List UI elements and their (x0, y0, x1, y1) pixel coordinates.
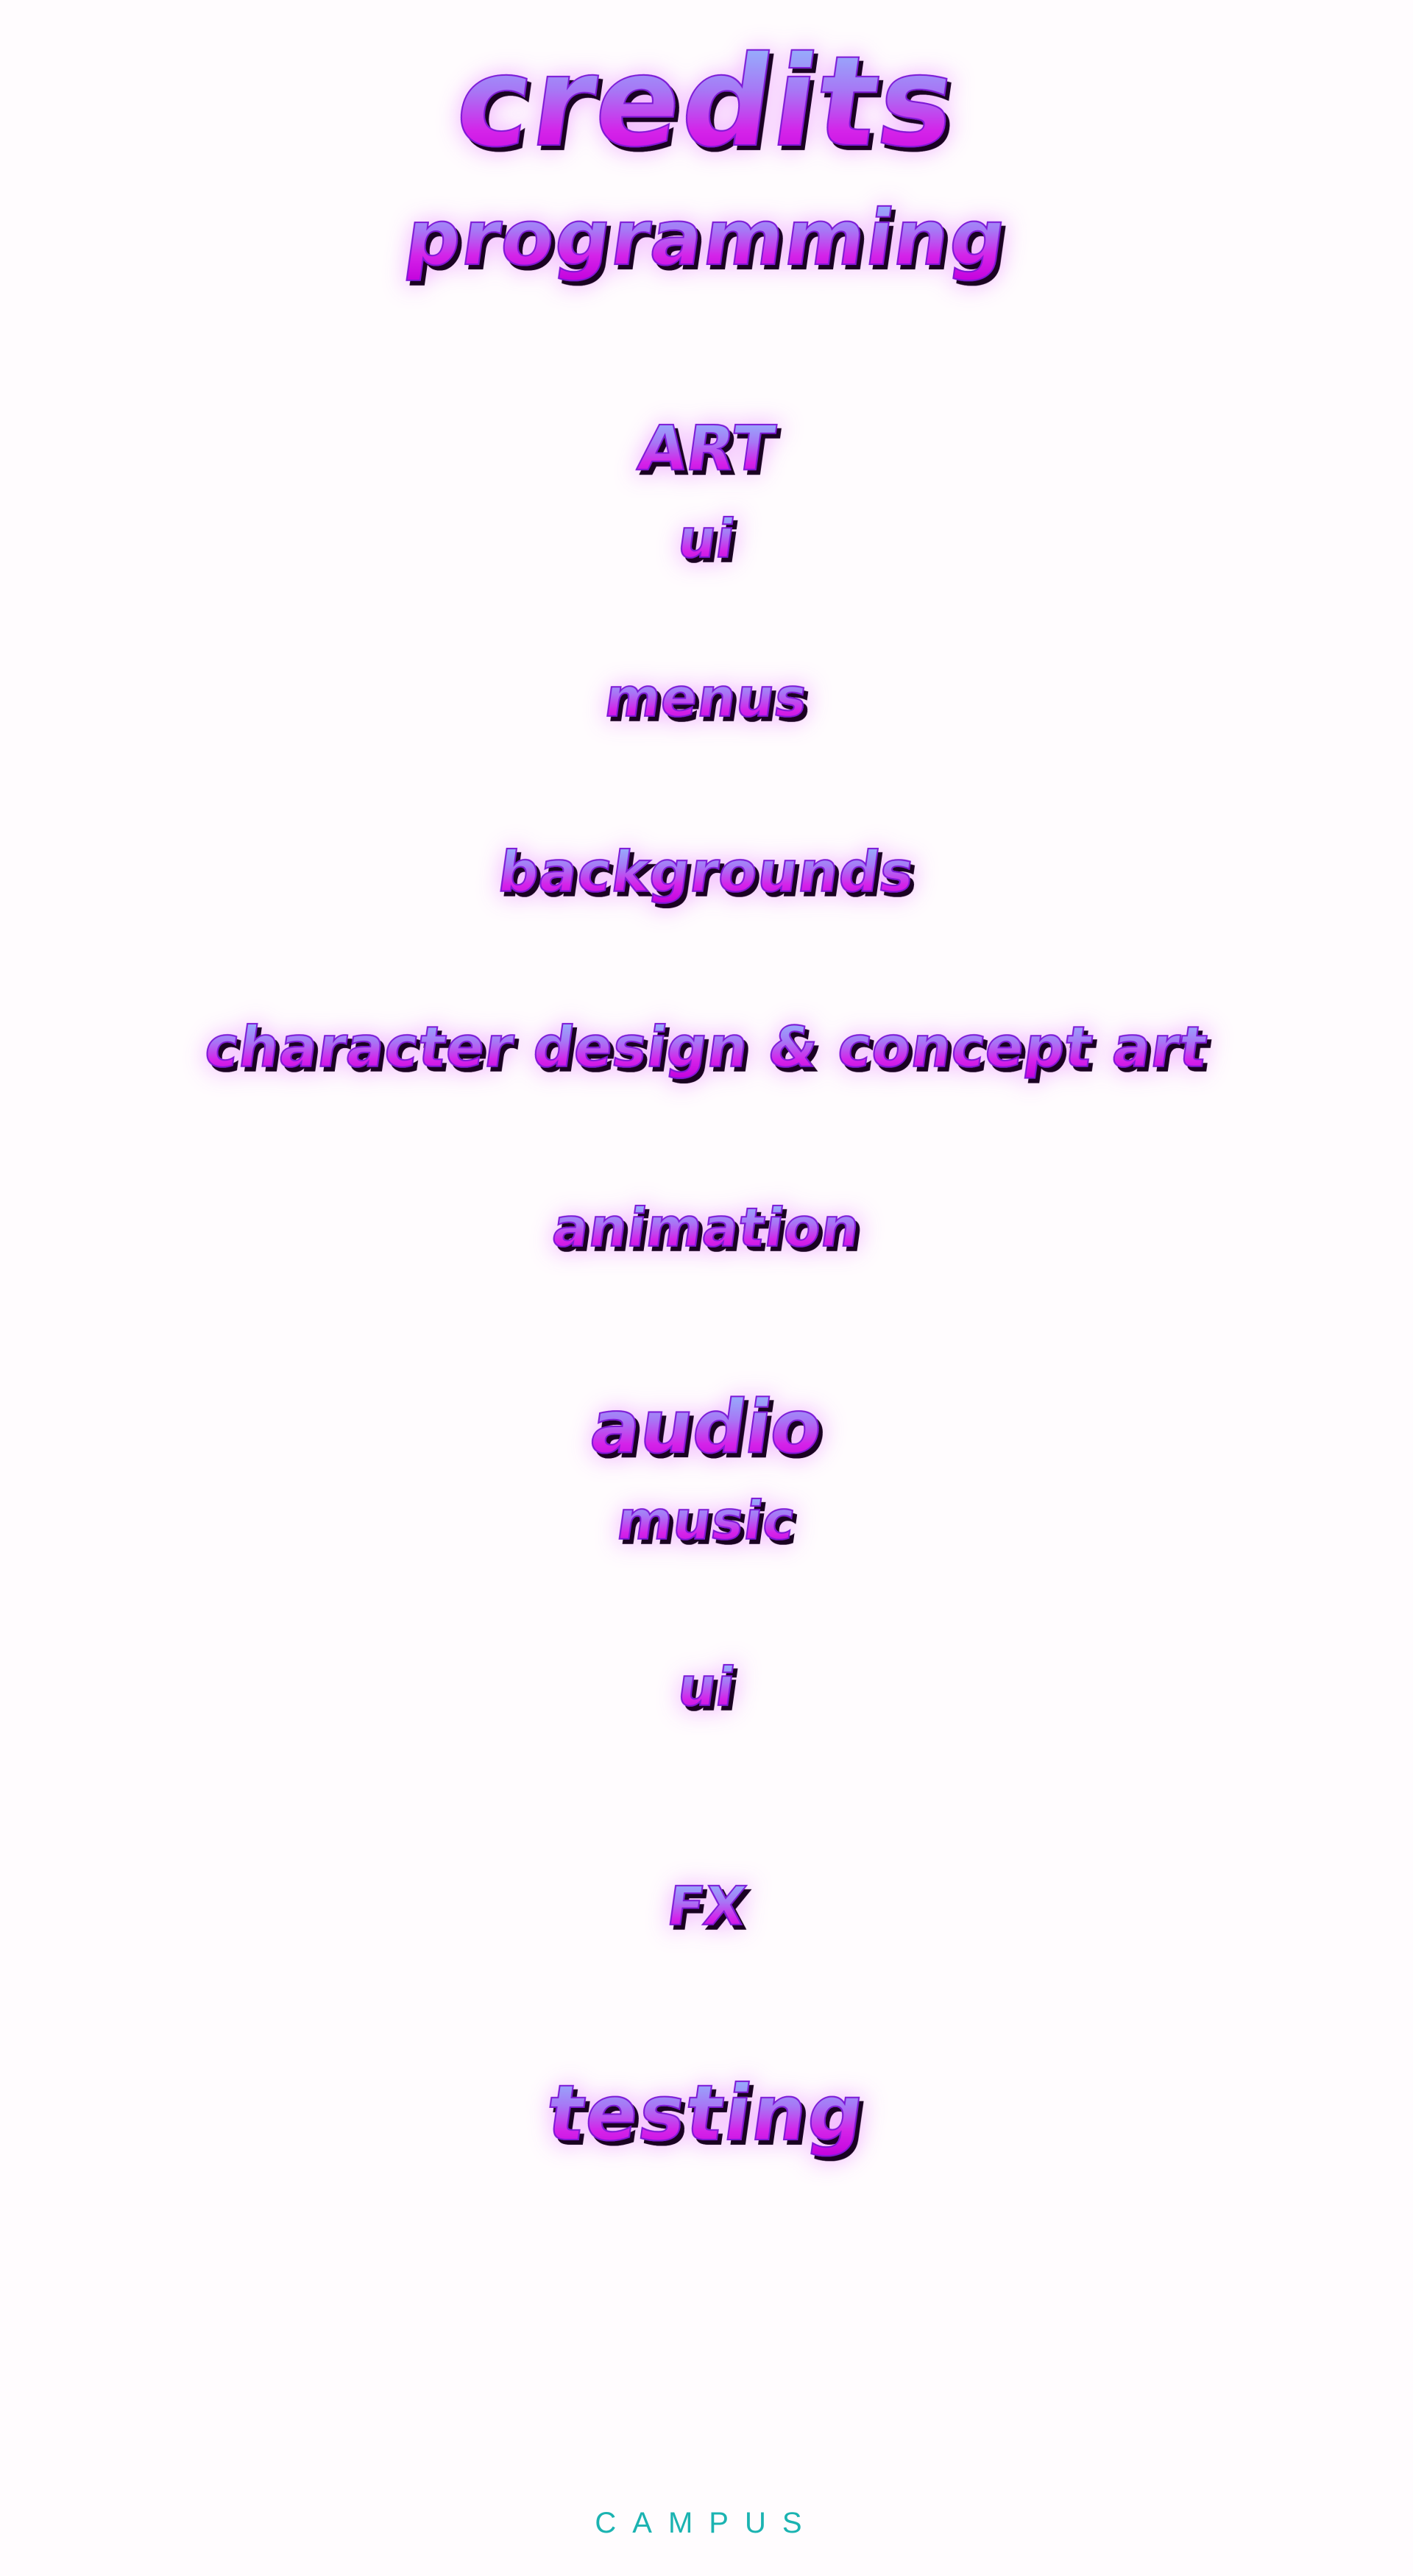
section-heading-art: ART (0, 411, 1413, 485)
section-programming-text: programming (399, 192, 1013, 283)
credit-role-character-design: character design & concept art (0, 1013, 1413, 1080)
credit-role-art-ui: ui (0, 507, 1413, 570)
credit-role-music: music (0, 1489, 1413, 1552)
credit-role-art-ui-text: ui (673, 507, 740, 570)
credit-role-animation-text: animation (548, 1196, 865, 1259)
section-testing-text: Testing (541, 2067, 871, 2159)
credit-role-audio-ui: ui (0, 1655, 1413, 1719)
section-audio-text: Audio (584, 1383, 829, 1471)
credits-title: credits (0, 29, 1413, 176)
credit-role-backgrounds: backgrounds (0, 838, 1413, 905)
campus-logo: CAMPUS (595, 2507, 818, 2539)
credit-role-menus: menus (0, 666, 1413, 729)
credit-role-backgrounds-text: backgrounds (494, 838, 920, 905)
credit-role-fx-text: FX (663, 1875, 751, 1938)
credit-role-fx: FX (0, 1875, 1413, 1938)
section-heading-testing: Testing (0, 2067, 1413, 2159)
section-art-text: ART (634, 411, 780, 485)
section-heading-programming: programming (0, 192, 1413, 283)
credit-role-music-text: music (612, 1489, 800, 1552)
credits-title-text: credits (447, 29, 966, 176)
credit-role-animation: animation (0, 1196, 1413, 1259)
credit-role-menus-text: menus (601, 666, 812, 729)
credit-role-character-design-text: character design & concept art (200, 1013, 1213, 1080)
section-heading-audio: Audio (0, 1383, 1413, 1471)
credit-role-audio-ui-text: ui (673, 1655, 740, 1719)
